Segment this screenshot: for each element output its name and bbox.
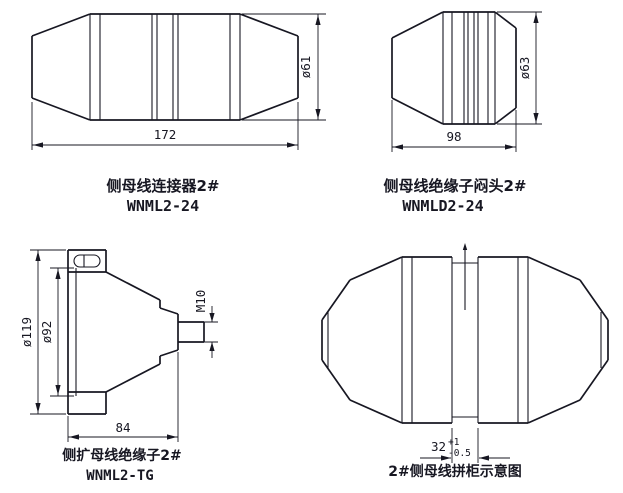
insulator-name-label: 侧扩母线绝缘子2# (62, 447, 181, 464)
dim-arrowheads (209, 313, 215, 351)
insulator-outline (67, 249, 205, 415)
insulator-bore-diameter-value: ø92 (39, 321, 54, 344)
blanking-head-length-value: 98 (446, 129, 461, 144)
connector-length-dim-lines (31, 102, 299, 150)
dim-arrowheads (441, 455, 489, 461)
connector-code-label: WNML2-24 (127, 197, 199, 215)
blanking-head-drawing: 98 ø63 侧母线绝缘子闷头2# WNMLD2-24 (383, 11, 542, 215)
blanking-head-length-dim-lines (391, 100, 517, 152)
insulator-thread-value: M10 (193, 290, 208, 313)
blanking-head-diameter-dim-lines (497, 11, 542, 125)
insulator-length-value: 84 (115, 420, 130, 435)
blanking-head-length-dimension: 98 (391, 100, 517, 152)
assembly-pin-tip (462, 243, 468, 250)
insulator-thread-dim-lines (204, 306, 218, 358)
blanking-head-rib-lines (442, 12, 496, 124)
connector-length-value: 172 (154, 127, 177, 142)
assembly-rib-lines (401, 257, 529, 423)
insulator-bore-diameter-dimension: ø92 (39, 267, 74, 397)
insulator-outer-diameter-dimension: ø119 (19, 249, 66, 415)
insulator-outer-diameter-value: ø119 (19, 317, 34, 347)
assembly-gap-dimension: 32 +1 -0.5 (420, 428, 510, 463)
blanking-head-diameter-value: ø63 (517, 57, 532, 80)
connector-outline (31, 13, 299, 121)
insulator-code-label: WNML2-TG (86, 468, 153, 484)
assembly-name-label: 2#侧母线拼柜示意图 (388, 463, 521, 480)
connector-length-dimension: 172 (31, 102, 299, 150)
blanking-head-diameter-dimension: ø63 (497, 11, 542, 125)
insulator-thread-dimension: M10 (193, 290, 218, 358)
connector-drawing: 172 ø61 侧母线连接器2# WNML2-24 (31, 13, 326, 215)
insulator-bore-dia-dim-lines (50, 267, 74, 397)
assembly-end-cap-lines (327, 312, 602, 368)
connector-diameter-value: ø61 (298, 56, 313, 79)
assembly-gap-value: 32 (431, 439, 446, 454)
insulator-slot (73, 254, 101, 268)
blanking-head-code-label: WNMLD2-24 (402, 197, 483, 215)
insulator-length-dimension: 84 (67, 352, 179, 442)
connector-diameter-dim-lines (242, 13, 326, 121)
assembly-drawing: 32 +1 -0.5 2#侧母线拼柜示意图 (321, 243, 609, 480)
assembly-gap-tolerance-upper: +1 (448, 437, 460, 448)
connector-rib-lines (89, 14, 241, 120)
insulator-length-dim-lines (67, 352, 179, 442)
connector-diameter-dimension: ø61 (242, 13, 326, 121)
insulator-drawing: ø119 ø92 M10 84 侧扩母线绝缘子2# WNML2-TG (19, 249, 218, 484)
assembly-gap-dim-lines (420, 428, 510, 463)
insulator-outer-dia-dim-lines (30, 249, 66, 415)
assembly-gap-tolerance-lower: -0.5 (448, 448, 471, 459)
connector-name-label: 侧母线连接器2# (106, 177, 219, 195)
blanking-head-name-label: 侧母线绝缘子闷头2# (383, 177, 526, 195)
blanking-head-outline (391, 11, 517, 125)
assembly-outline (321, 256, 609, 424)
